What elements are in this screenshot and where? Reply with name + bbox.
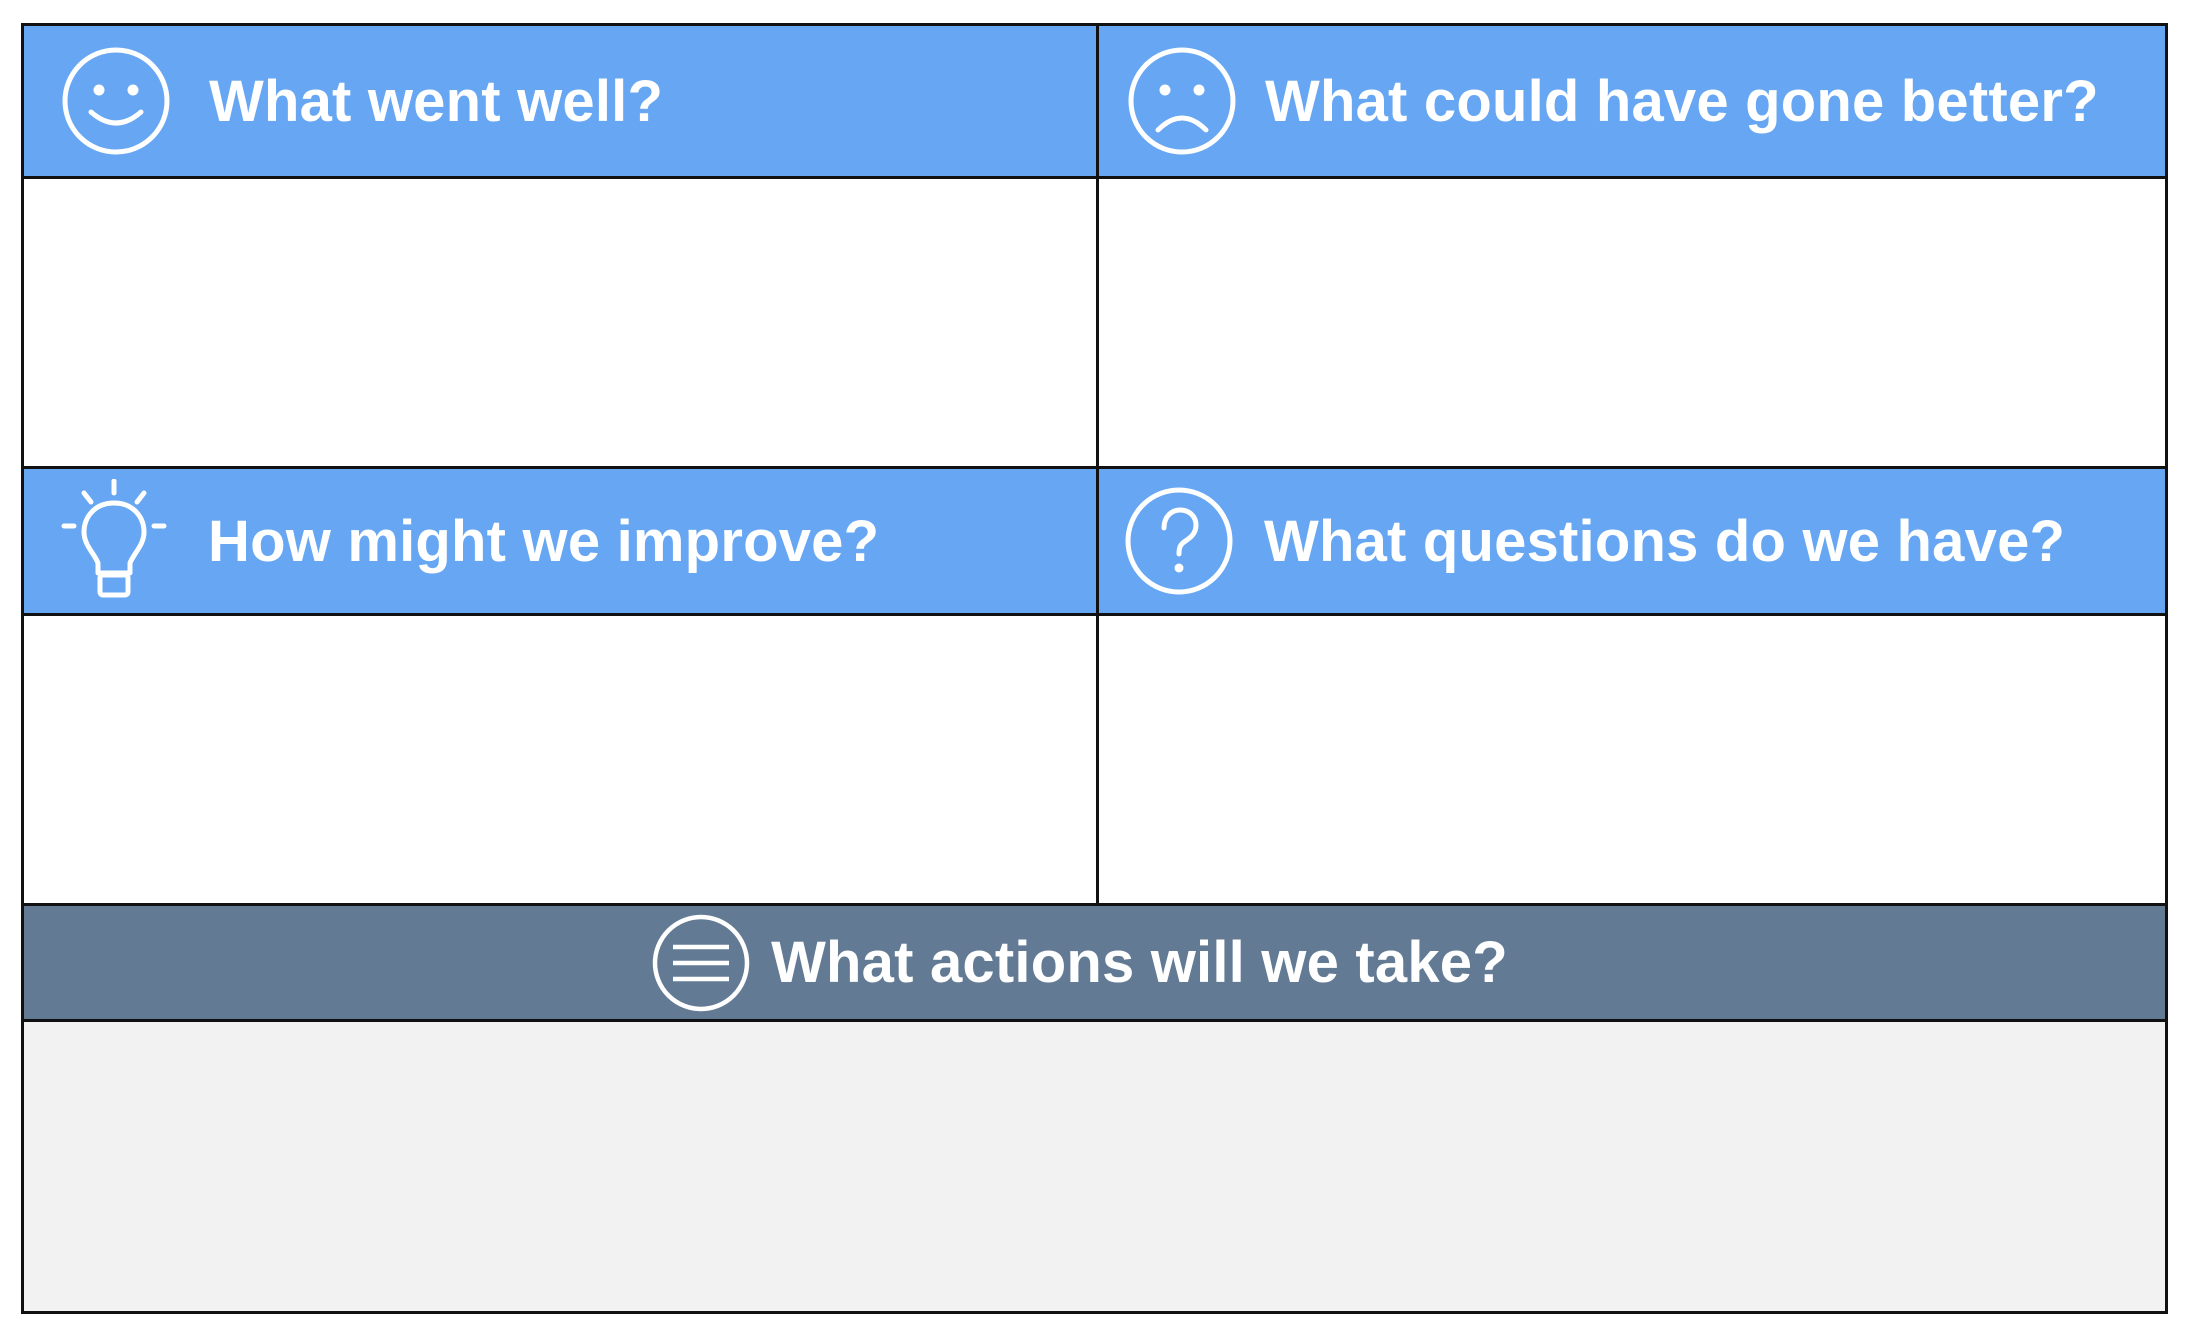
actions-header-divider (24, 1019, 2165, 1022)
row2-header-divider (24, 613, 2165, 616)
gone-better-title: What could have gone better? (1265, 68, 2099, 134)
improve-header: How might we improve? (24, 469, 1096, 613)
questions-header: What questions do we have? (1099, 469, 2165, 613)
row1-header-divider (24, 176, 2165, 179)
gone-better-notes-area[interactable] (1099, 179, 2165, 466)
improve-notes-area[interactable] (24, 616, 1096, 903)
lightbulb-icon (60, 479, 168, 603)
questions-notes-area[interactable] (1099, 616, 2165, 903)
went-well-header: What went well? (24, 26, 1096, 176)
went-well-title: What went well? (209, 68, 664, 134)
question-mark-circle-icon (1124, 486, 1234, 596)
improve-title: How might we improve? (208, 508, 880, 574)
actions-header: What actions will we take? (24, 906, 2165, 1019)
questions-title: What questions do we have? (1264, 508, 2066, 574)
gone-better-header: What could have gone better? (1099, 26, 2165, 176)
row2-bottom-divider (24, 903, 2165, 906)
frowning-face-icon (1127, 46, 1237, 156)
row1-bottom-divider (24, 466, 2165, 469)
list-lines-circle-icon (651, 913, 751, 1013)
actions-notes-area[interactable] (24, 1022, 2165, 1311)
retrospective-board: What went well? What could have gone bet… (21, 23, 2168, 1314)
went-well-notes-area[interactable] (24, 179, 1096, 466)
smiley-face-icon (61, 46, 171, 156)
actions-title: What actions will we take? (771, 930, 1508, 995)
